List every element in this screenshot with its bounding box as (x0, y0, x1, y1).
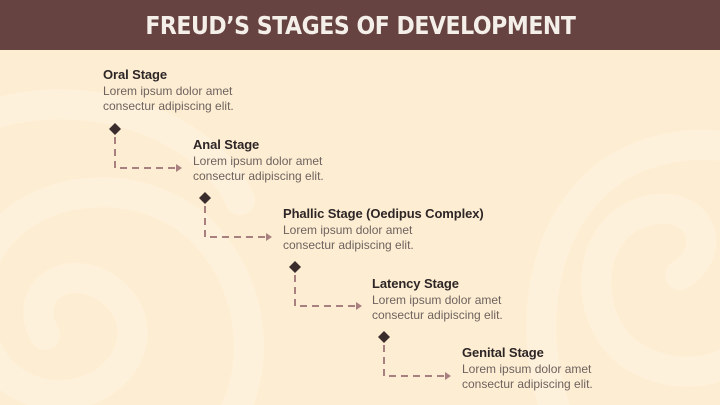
stage-title: Anal Stage (193, 137, 260, 152)
connector-phallic-to-latency (289, 261, 362, 310)
stage-title: Genital Stage (462, 345, 544, 360)
dashed-connector-line (294, 275, 356, 307)
stage-genital: Genital Stage Lorem ipsum dolor amet con… (462, 345, 593, 391)
dashed-connector-line (114, 137, 176, 169)
title-banner: FREUD’S STAGES OF DEVELOPMENT (0, 0, 720, 50)
connector-oral-to-anal (109, 123, 182, 172)
page-title: FREUD’S STAGES OF DEVELOPMENT (144, 10, 576, 40)
stage-phallic: Phallic Stage (Oedipus Complex) Lorem ip… (283, 206, 484, 252)
stage-description-line1: Lorem ipsum dolor amet (283, 223, 413, 237)
stage-description-line1: Lorem ipsum dolor amet (372, 293, 502, 307)
diamond-icon (289, 261, 301, 273)
stage-description-line2: consectur adipiscing elit. (372, 308, 503, 322)
diamond-icon (199, 192, 211, 204)
stage-anal: Anal Stage Lorem ipsum dolor amet consec… (193, 137, 324, 183)
diamond-icon (109, 123, 121, 135)
dashed-connector-line (204, 206, 266, 238)
stage-description-line1: Lorem ipsum dolor amet (193, 154, 323, 168)
stage-oral: Oral Stage Lorem ipsum dolor amet consec… (103, 67, 234, 113)
arrowhead-icon (445, 372, 451, 380)
stage-title: Latency Stage (372, 276, 459, 291)
arrowhead-icon (176, 164, 182, 172)
stage-description-line2: consectur adipiscing elit. (103, 99, 234, 113)
stage-description-line1: Lorem ipsum dolor amet (462, 362, 592, 376)
arrowhead-icon (266, 233, 272, 241)
stage-description-line2: consectur adipiscing elit. (193, 169, 324, 183)
diamond-icon (378, 331, 390, 343)
connector-latency-to-genital (378, 331, 451, 380)
arrowhead-icon (356, 302, 362, 310)
stage-title: Phallic Stage (Oedipus Complex) (283, 206, 484, 221)
stage-latency: Latency Stage Lorem ipsum dolor amet con… (372, 276, 503, 322)
dashed-connector-line (383, 345, 445, 377)
stage-description-line2: consectur adipiscing elit. (283, 238, 414, 252)
connector-anal-to-phallic (199, 192, 272, 241)
stage-title: Oral Stage (103, 67, 168, 82)
stage-description-line1: Lorem ipsum dolor amet (103, 84, 233, 98)
stage-description-line2: consectur adipiscing elit. (462, 377, 593, 391)
